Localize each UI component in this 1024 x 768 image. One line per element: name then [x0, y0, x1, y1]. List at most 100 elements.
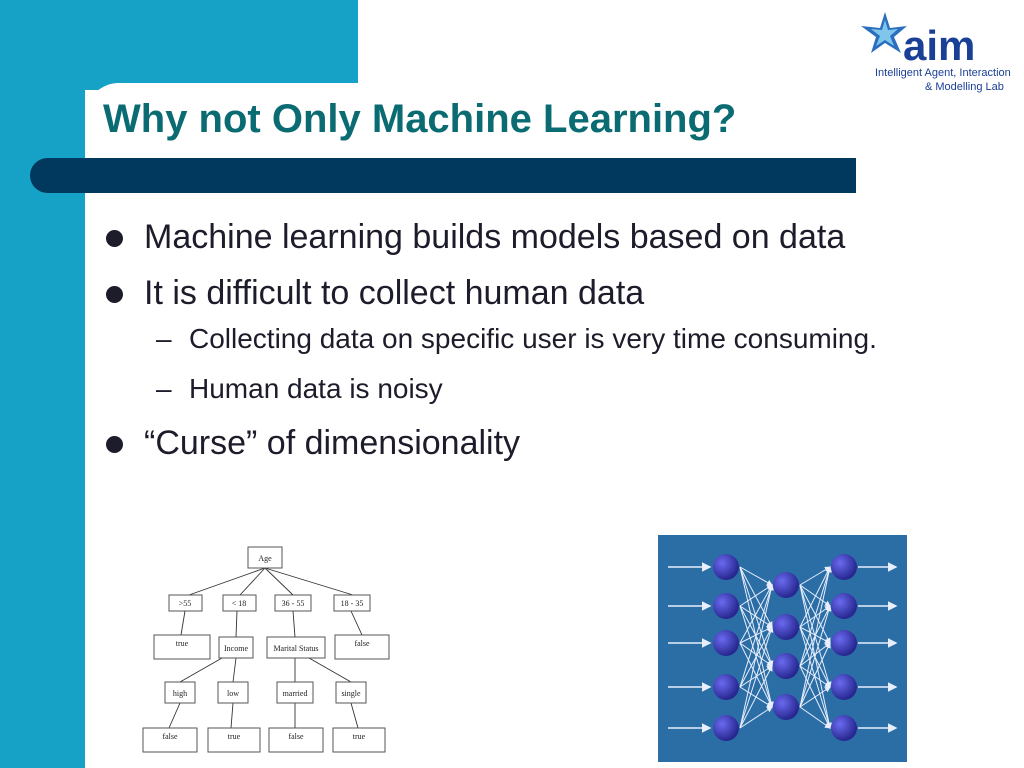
neuron-node — [831, 554, 857, 580]
bullet-item: It is difficult to collect human data – … — [106, 270, 986, 408]
tree-node — [168, 594, 203, 612]
sub-bullet-list: – Collecting data on specific user is ve… — [144, 320, 986, 408]
tree-leaf — [332, 727, 386, 753]
connection-arrow — [799, 665, 831, 688]
tree-node — [217, 681, 249, 704]
connection-arrow — [799, 566, 832, 667]
slide-title: Why not Only Machine Learning? — [103, 97, 737, 141]
neuron-node — [831, 715, 857, 741]
connection-arrow — [799, 686, 831, 708]
tree-node-label: false — [162, 732, 178, 741]
tree-node-label: false — [354, 639, 370, 648]
neuron-node — [713, 554, 739, 580]
tree-node — [333, 594, 371, 612]
neuron-node — [713, 674, 739, 700]
connection-arrow — [739, 584, 773, 644]
tree-leaf — [268, 727, 324, 753]
tree-node-label: true — [176, 639, 189, 648]
connection-arrow — [739, 605, 773, 628]
tree-node-label: Age — [258, 554, 272, 563]
tree-leaf — [334, 634, 390, 660]
neuron-node — [713, 630, 739, 656]
connection-arrow — [739, 706, 773, 729]
connection-arrow — [739, 642, 773, 708]
bullet-dot-icon — [106, 230, 123, 247]
connection-arrow — [799, 584, 831, 607]
connection-arrow — [739, 584, 774, 688]
tree-node-label: low — [227, 689, 239, 698]
tree-node-label: 18 - 35 — [341, 599, 364, 608]
tree-node — [247, 546, 283, 569]
bullet-dot-icon — [106, 286, 123, 303]
connection-arrow — [799, 566, 831, 628]
tree-edges — [168, 567, 363, 729]
bullet-item: “Curse” of dimensionality — [106, 420, 986, 466]
title-underline-bar — [30, 158, 856, 193]
logo-word: aim — [903, 22, 975, 69]
connection-arrow — [799, 706, 831, 729]
sub-bullet-item: – Collecting data on specific user is ve… — [144, 320, 986, 358]
logo-line-1: Intelligent Agent, Interaction — [875, 67, 1011, 79]
tree-node — [222, 594, 257, 612]
tree-leaf — [207, 727, 261, 753]
connection-arrow — [739, 584, 773, 607]
neuron-node — [831, 630, 857, 656]
bullet-text: It is difficult to collect human data — [144, 274, 645, 312]
tree-node — [164, 681, 196, 704]
tree-node-label: >55 — [179, 599, 192, 608]
neural-network-diagram — [668, 554, 898, 741]
neuron-node — [713, 715, 739, 741]
neuron-node — [773, 614, 799, 640]
tree-node — [266, 636, 326, 659]
dash-icon: – — [156, 323, 172, 354]
logo-line-2: & Modelling Lab — [925, 81, 1004, 93]
connection-arrow — [799, 642, 831, 667]
tree-node-label: true — [353, 732, 366, 741]
tree-node — [335, 681, 367, 704]
bullet-dot-icon — [106, 436, 123, 453]
aim-lab-logo: aim Intelligent Agent, Interaction & Mod… — [861, 12, 1011, 93]
neuron-node — [831, 593, 857, 619]
tree-node-label: Marital Status — [273, 644, 318, 653]
connection-arrow — [739, 584, 774, 729]
tree-node-label: 36 - 55 — [282, 599, 305, 608]
tree-node-label: Income — [224, 644, 248, 653]
teal-top-band — [0, 0, 358, 90]
neuron-node — [831, 674, 857, 700]
tree-leaf — [153, 634, 211, 660]
sub-bullet-text: Human data is noisy — [189, 373, 443, 404]
connection-arrow — [739, 626, 774, 729]
neuron-node — [773, 694, 799, 720]
bullet-text: “Curse” of dimensionality — [144, 424, 521, 462]
connection-arrow — [739, 665, 773, 729]
connection-arrow — [799, 626, 832, 729]
tree-node-label: single — [341, 689, 361, 698]
bullet-item: Machine learning builds models based on … — [106, 214, 986, 260]
decision-tree-diagram: Age >55 < 18 36 - 55 18 - 35 true Income… — [142, 546, 390, 753]
connection-arrow — [739, 566, 773, 628]
tree-node — [274, 594, 312, 612]
tree-node — [218, 636, 254, 659]
tree-node — [276, 681, 314, 704]
sub-bullet-text: Collecting data on specific user is very… — [189, 323, 877, 354]
neuron-node — [773, 572, 799, 598]
neuron-node — [773, 653, 799, 679]
star-icon — [861, 12, 907, 53]
neuron-node — [713, 593, 739, 619]
connection-arrow — [799, 566, 832, 708]
tree-node-label: false — [288, 732, 304, 741]
connection-arrow — [799, 566, 831, 586]
connection-arrow — [799, 584, 831, 644]
connection-arrow — [799, 605, 832, 708]
sub-bullet-item: – Human data is noisy — [144, 370, 986, 408]
neural-network-image — [658, 535, 907, 762]
bullet-text: Machine learning builds models based on … — [144, 218, 846, 256]
bullet-list: Machine learning builds models based on … — [106, 214, 986, 476]
dash-icon: – — [156, 373, 172, 404]
tree-node-label: < 18 — [232, 599, 247, 608]
tree-leaf — [142, 727, 198, 753]
teal-left-band — [0, 0, 85, 768]
connection-arrow — [739, 566, 773, 586]
tree-node-label: true — [228, 732, 241, 741]
